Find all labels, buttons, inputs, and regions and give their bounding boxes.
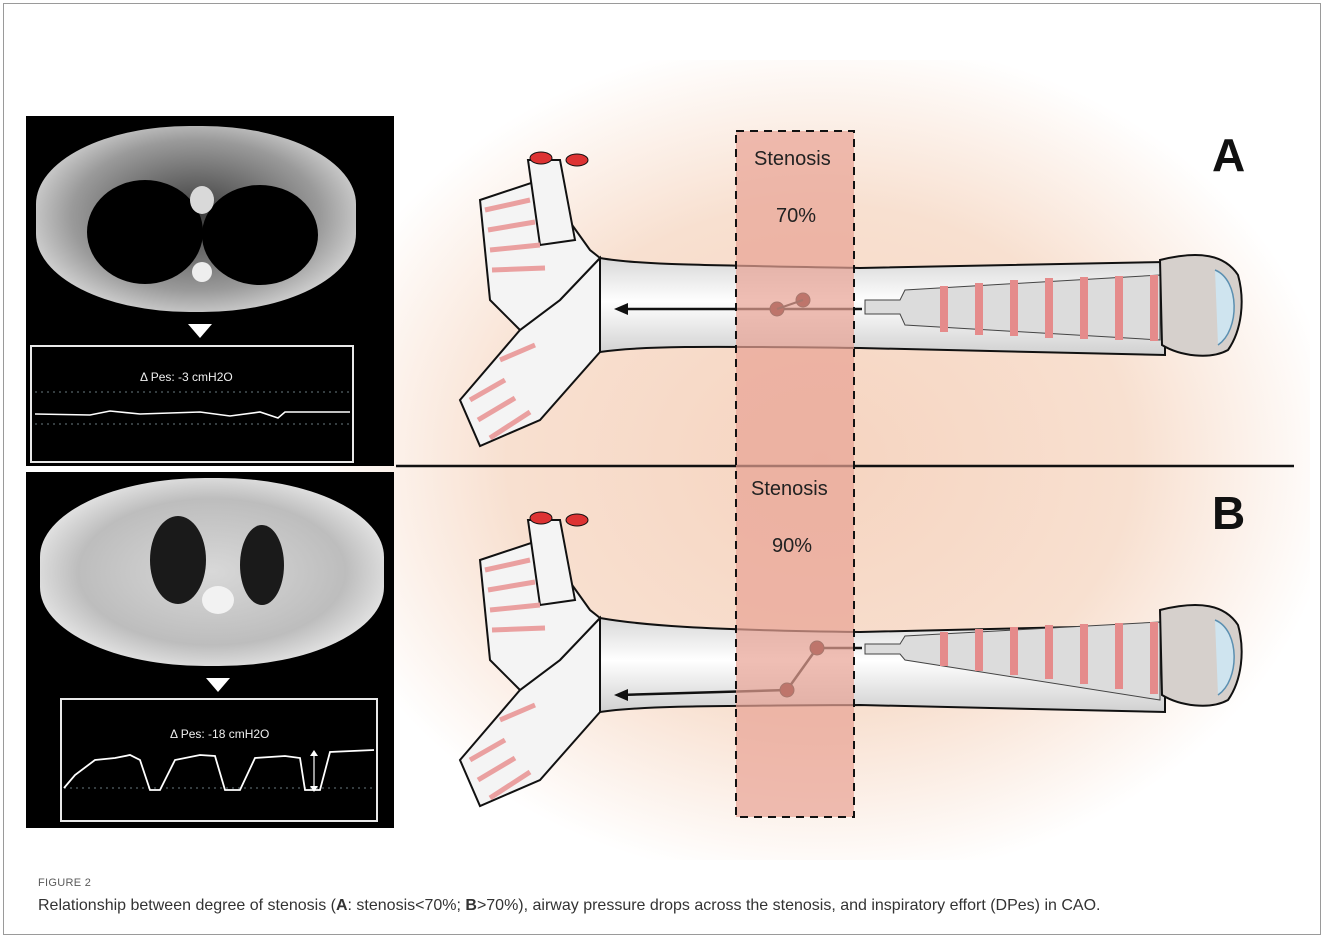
caption-part: >70%), airway pressure drops across the … <box>477 897 1101 914</box>
stenosis-percent-b: 90% <box>772 535 812 558</box>
stenosis-percent-a: 70% <box>776 205 816 228</box>
caption-part-bold: B <box>465 897 477 914</box>
stenosis-label-a: Stenosis <box>754 148 831 171</box>
figure-caption: Relationship between degree of stenosis … <box>38 897 1100 915</box>
panel-label-a: A <box>1212 128 1245 182</box>
figure-label: FIGURE 2 <box>38 877 91 889</box>
caption-part-bold: A <box>336 897 348 914</box>
caption-part: Relationship between degree of stenosis … <box>38 897 336 914</box>
caption-part: : stenosis<70%; <box>348 897 466 914</box>
stenosis-label-b: Stenosis <box>751 478 828 501</box>
panel-label-b: B <box>1212 486 1245 540</box>
stenosis-band <box>736 131 854 817</box>
